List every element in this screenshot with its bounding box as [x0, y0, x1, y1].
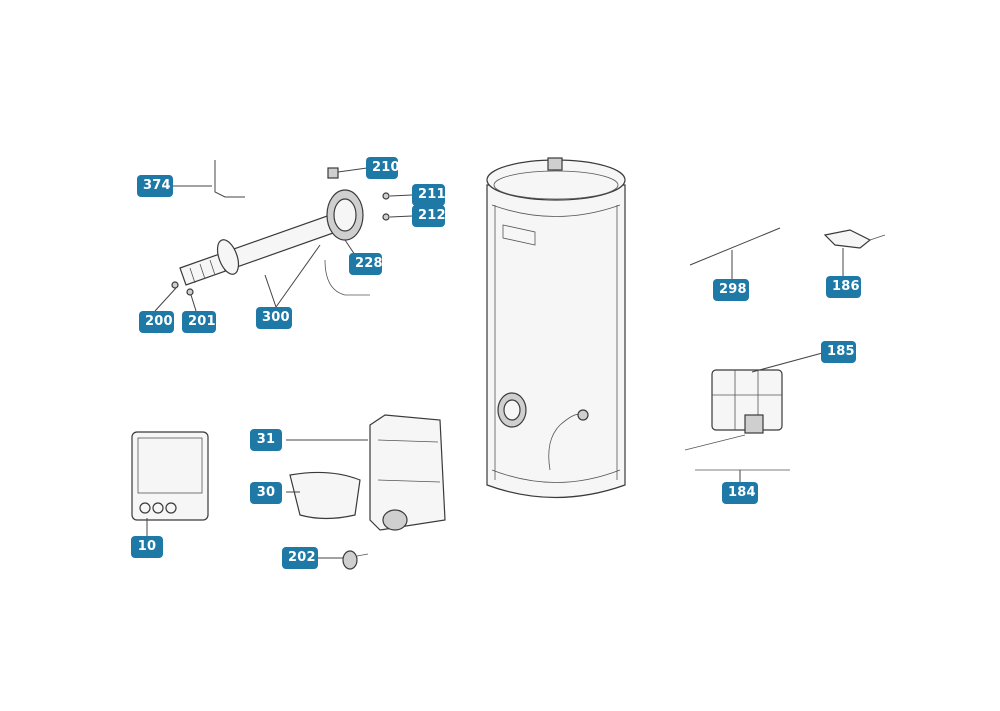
callout-200[interactable]: 200	[139, 311, 174, 333]
water-heater-tank	[486, 157, 626, 499]
callout-185[interactable]: 185	[821, 341, 856, 363]
callout-298[interactable]: 298	[713, 279, 749, 301]
callout-300[interactable]: 300	[256, 307, 292, 329]
callout-212[interactable]: 212	[412, 205, 446, 227]
callout-211[interactable]: 211	[412, 184, 446, 206]
callout-186[interactable]: 186	[826, 276, 861, 298]
control-panel-10	[131, 431, 209, 521]
window-30	[289, 471, 361, 520]
callout-201[interactable]: 201	[182, 311, 216, 333]
callout-210[interactable]: 210	[366, 157, 400, 179]
leader-lines	[146, 167, 844, 559]
callout-202[interactable]: 202	[282, 547, 318, 569]
callout-30[interactable]: 30	[250, 482, 282, 504]
rod-298	[689, 227, 781, 266]
bent-pipe-374	[214, 160, 245, 198]
knob-202	[342, 550, 369, 570]
callout-184[interactable]: 184	[722, 482, 758, 504]
sensor-part-186	[823, 229, 886, 249]
callout-374[interactable]: 374	[137, 175, 173, 197]
cover-31	[369, 414, 446, 531]
flue-assembly	[171, 167, 370, 296]
gas-valve-185	[684, 369, 783, 451]
callout-31[interactable]: 31	[250, 429, 282, 451]
callout-10[interactable]: 10	[131, 536, 163, 558]
callout-228[interactable]: 228	[349, 253, 383, 275]
